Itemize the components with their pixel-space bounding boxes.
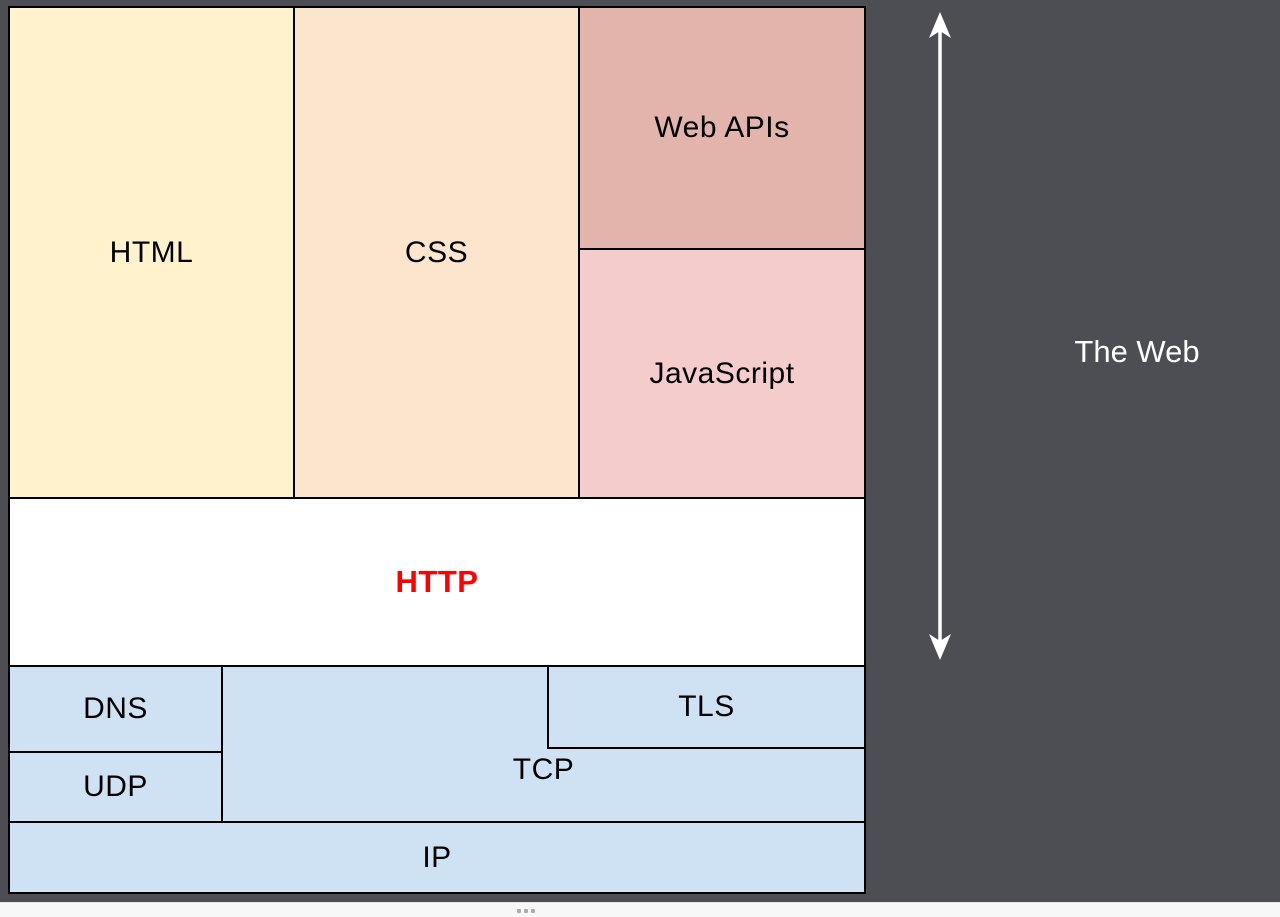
css-layer-label: CSS bbox=[404, 235, 469, 269]
udp-layer-label: UDP bbox=[83, 770, 148, 803]
tls-layer-box: TLS bbox=[547, 665, 864, 749]
vertical-double-arrow-icon bbox=[923, 10, 957, 662]
drag-handle-dot bbox=[524, 909, 528, 913]
web-apis-layer-box: Web APIs bbox=[580, 8, 864, 250]
javascript-layer-box: JavaScript bbox=[580, 250, 864, 499]
drag-handle-dot bbox=[517, 909, 521, 913]
http-layer-box: HTTP bbox=[10, 499, 864, 665]
html-layer-box: HTML bbox=[10, 8, 295, 499]
tls-layer-label: TLS bbox=[678, 690, 735, 723]
tcp-layer-label: TCP bbox=[512, 753, 575, 786]
bottom-strip bbox=[0, 902, 1280, 917]
the-web-label: The Web bbox=[1074, 334, 1200, 369]
drag-handle-dot bbox=[531, 909, 535, 913]
html-layer-label: HTML bbox=[109, 235, 194, 269]
udp-layer-box: UDP bbox=[10, 753, 223, 823]
ip-layer-label: IP bbox=[422, 840, 452, 874]
drag-handle[interactable] bbox=[517, 909, 535, 913]
dns-layer-label: DNS bbox=[83, 692, 148, 725]
stack-container: HTML CSS Web APIs JavaScript HTTP TCP TL… bbox=[8, 6, 866, 894]
dns-layer-box: DNS bbox=[10, 665, 223, 753]
web-apis-layer-label: Web APIs bbox=[654, 111, 790, 144]
http-layer-label: HTTP bbox=[395, 564, 479, 599]
javascript-layer-label: JavaScript bbox=[649, 356, 795, 390]
css-layer-box: CSS bbox=[295, 8, 580, 499]
ip-layer-box: IP bbox=[10, 823, 864, 892]
